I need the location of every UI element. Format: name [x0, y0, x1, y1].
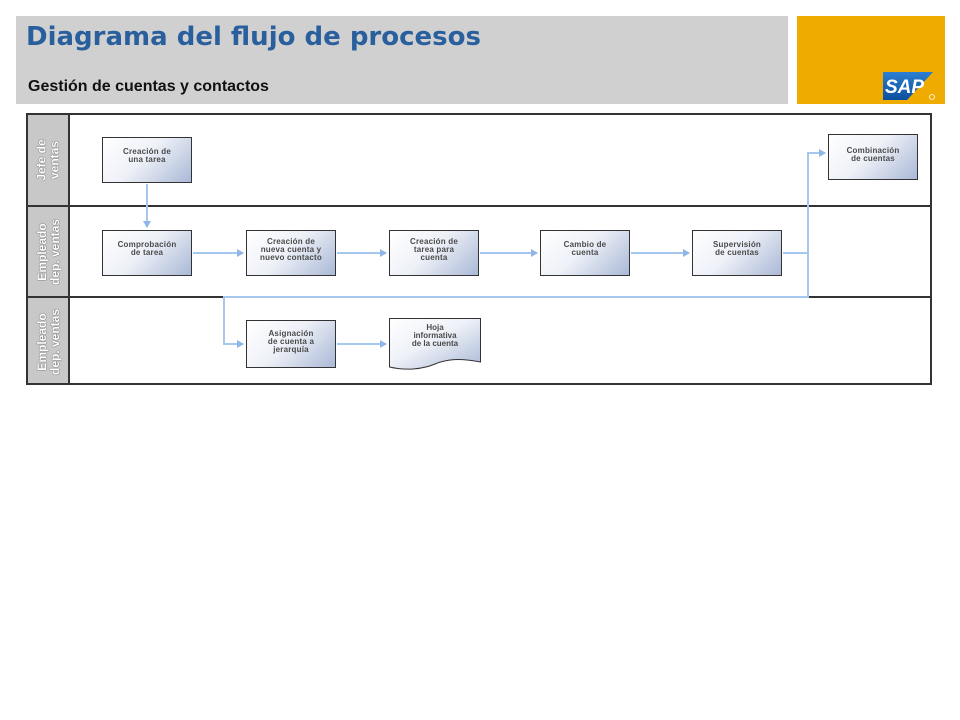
node-nueva-cuenta-contacto[interactable]: Creación de nueva cuenta y nuevo contact…: [246, 230, 336, 276]
node-combinacion-cuentas[interactable]: Combinación de cuentas: [828, 134, 918, 180]
sap-logo-text: SAP: [885, 77, 924, 98]
node-creacion-tarea[interactable]: Creación de una tarea: [102, 137, 192, 183]
node-asignacion-jerarquia[interactable]: Asignación de cuenta a jerarquía: [246, 320, 336, 368]
node-comprobacion-tarea[interactable]: Comprobación de tarea: [102, 230, 192, 276]
page-subtitle: Gestión de cuentas y contactos: [28, 78, 269, 95]
lane-label-jefe-ventas: Jefe de ventas: [34, 139, 62, 181]
lane-header-column: [28, 115, 70, 383]
page-title: Diagrama del flujo de procesos: [26, 22, 481, 52]
node-cambio-cuenta[interactable]: Cambio de cuenta: [540, 230, 630, 276]
node-hoja-informativa[interactable]: Hoja informativa de la cuenta: [389, 318, 481, 372]
node-supervision-cuentas[interactable]: Supervisión de cuentas: [692, 230, 782, 276]
brand-block: SAP: [797, 16, 945, 104]
lane-divider: [28, 205, 930, 207]
lane-label-empleado-1: Empleado dep. ventas: [35, 218, 62, 285]
connector-supervision-to-combinacion: [783, 149, 826, 254]
node-tarea-cuenta[interactable]: Creación de tarea para cuenta: [389, 230, 479, 276]
swimlane-diagram: Jefe de ventas Empleado dep. ventas Empl…: [26, 113, 932, 385]
lane-label-empleado-2: Empleado dep. ventas: [35, 308, 62, 375]
lane-divider: [28, 296, 930, 298]
header-banner: Diagrama del flujo de procesos Gestión d…: [16, 16, 788, 104]
sap-logo: SAP: [883, 72, 935, 100]
